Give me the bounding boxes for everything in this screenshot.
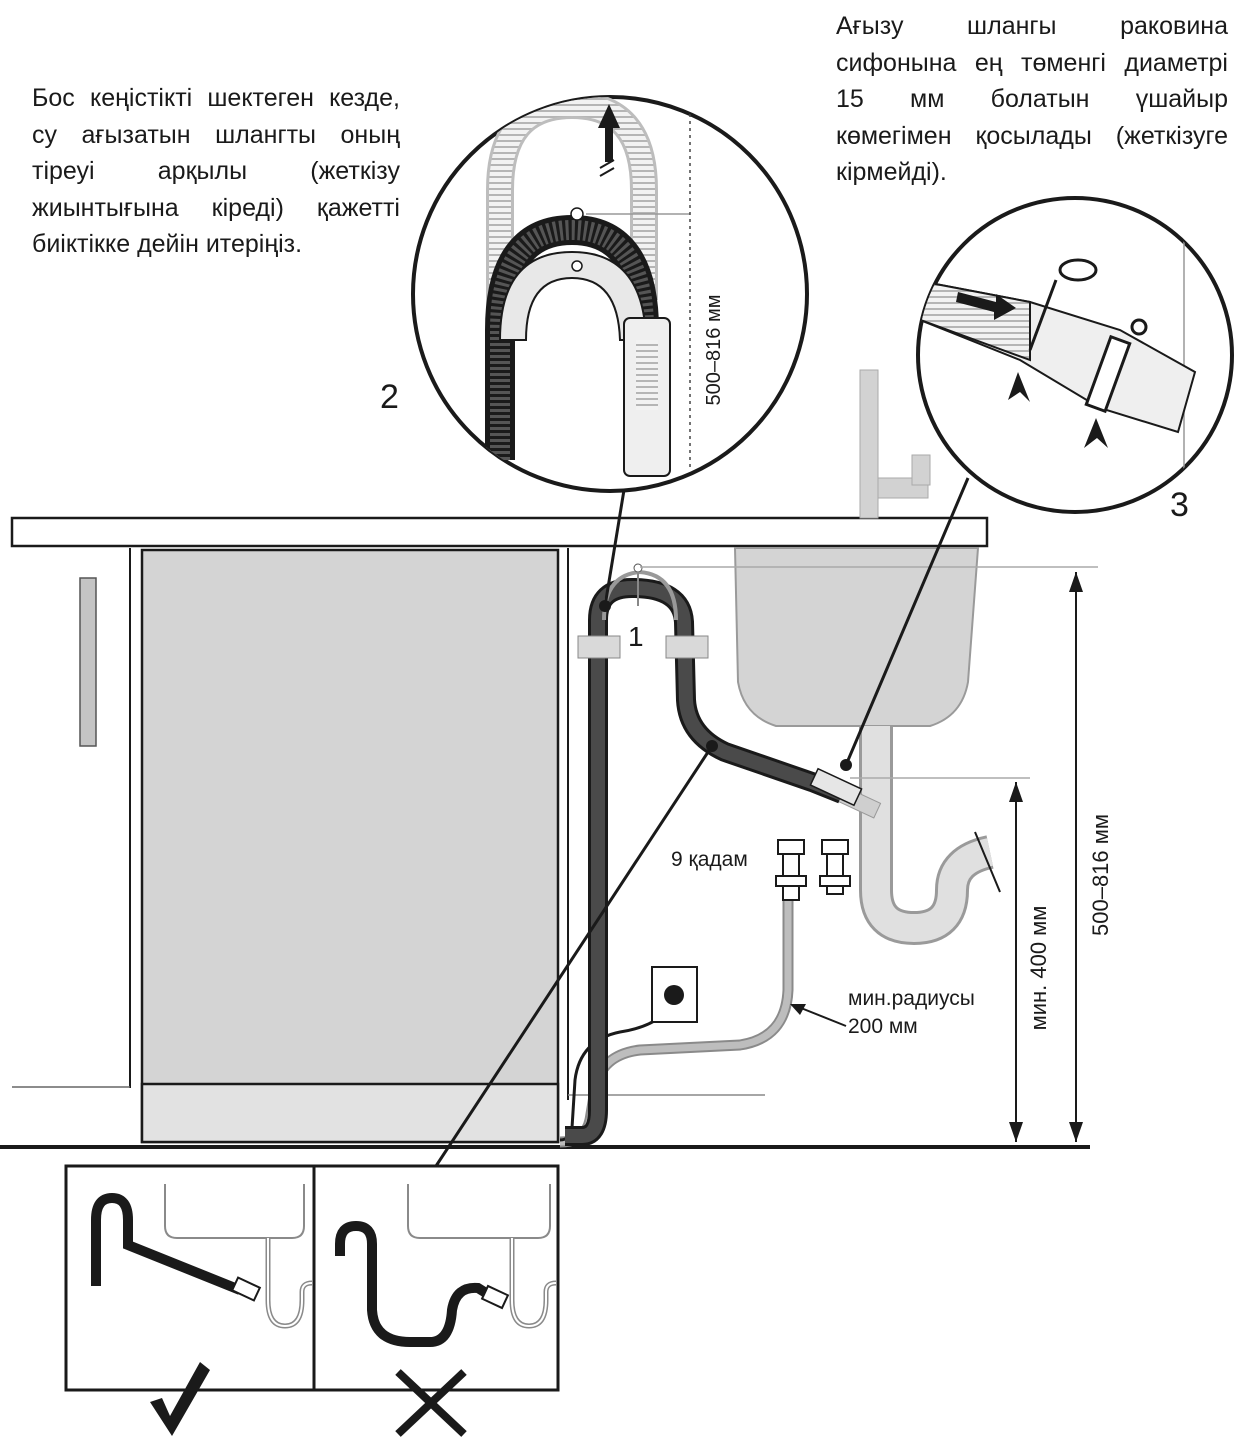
cross-mark-icon xyxy=(395,1369,467,1437)
left-cabinet xyxy=(12,548,131,1088)
callout-number-1: 1 xyxy=(628,621,644,652)
cabinet-handle xyxy=(79,577,97,747)
detail-2-hose-support: 500–816 мм xyxy=(411,95,809,493)
faucet xyxy=(859,369,931,519)
leader-lines xyxy=(434,477,970,1167)
dishwasher-plinth xyxy=(140,1082,560,1144)
sink-bowl xyxy=(733,547,980,727)
detail-3-siphon-connection xyxy=(916,196,1234,514)
callout-number-3: 3 xyxy=(1170,486,1189,524)
main-height-label: 500–816 мм xyxy=(1088,814,1113,936)
siphon-connection-instruction: Ағызу шлангы раковина сифонына ең төменг… xyxy=(836,12,1228,186)
dimension-min-height: мин. 400 мм xyxy=(850,777,1051,1142)
hose-support-instruction: Бос кеңістікті шектеген кезде, су ағызат… xyxy=(32,84,400,258)
dimension-main-height: 500–816 мм xyxy=(640,566,1113,1142)
min-height-label: мин. 400 мм xyxy=(1026,906,1051,1031)
drain-connector xyxy=(809,767,863,807)
radius-arrow xyxy=(790,1004,847,1027)
radius-label-line-1: мин.радиусы xyxy=(848,987,975,1010)
callout-number-2: 2 xyxy=(380,378,399,416)
dishwasher-front xyxy=(140,548,560,1144)
siphon xyxy=(818,726,1001,946)
check-mark-icon xyxy=(150,1362,210,1436)
water-tap-fittings xyxy=(775,839,851,901)
radius-label-line-2: 200 мм xyxy=(848,1015,918,1038)
detail-height-label: 500–816 мм xyxy=(703,295,725,406)
comparison-panel-correct xyxy=(64,1164,316,1392)
countertop xyxy=(10,516,989,548)
wall-socket xyxy=(651,966,698,1023)
comparison-panel-wrong xyxy=(312,1164,560,1392)
steps-label: 9 қадам xyxy=(671,848,748,871)
